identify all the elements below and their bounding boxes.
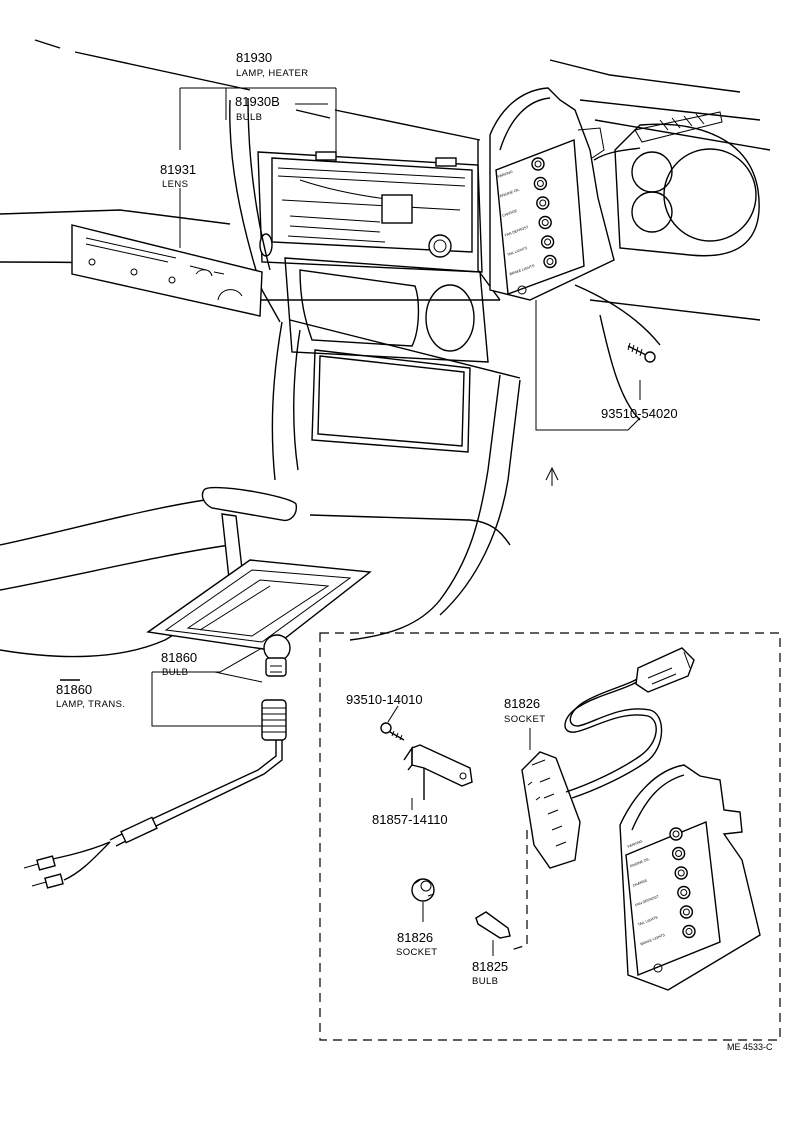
lower-panel-lamp-2 (671, 846, 686, 861)
drawing-code: ME 4533-C (727, 1042, 773, 1052)
upper-panel-lamp-lens-5 (544, 238, 552, 246)
lower-panel-indicator-label-5: TAIL LIGHTS (637, 915, 659, 927)
upper-panel-lamp-3 (536, 196, 550, 210)
lower-panel-lamp-lens-5 (682, 908, 690, 916)
leader-lines (151, 87, 641, 956)
indicator-bulb (475, 911, 511, 939)
callout-81930b-desc: BULB (236, 112, 262, 123)
lower-panel-lamp-lens-6 (685, 928, 693, 935)
lower-panel-lamp-6 (682, 924, 696, 939)
upper-panel-lamp-lens-1 (534, 160, 542, 168)
callout-81826-socket-number: 81826 (397, 930, 433, 945)
callout-93510-54020-number: 93510-54020 (601, 406, 678, 421)
callout-81826-socket-plate-desc: SOCKET (504, 714, 545, 725)
socket-single (411, 878, 435, 902)
connector (635, 647, 695, 693)
lower-panel-lamp-lens-1 (672, 830, 680, 838)
lower-panel-indicator-label-1: PARKING (627, 839, 643, 849)
screw-lower (380, 722, 405, 741)
upper-panel-lamp-lens-6 (546, 258, 554, 265)
callout-81860-lamp-desc: LAMP, TRANS. (56, 699, 125, 710)
heater-lens-plate (71, 224, 263, 317)
lower-panel-indicator-label-3: CHARGE (632, 878, 648, 888)
upper-panel-lamp-2 (533, 176, 548, 191)
socket-plate (521, 751, 581, 869)
lower-panel-lamp-3 (674, 866, 688, 880)
upper-panel-lamp-4 (538, 215, 552, 230)
lower-panel-lamp-4 (677, 885, 691, 900)
upper-panel-lamp-6 (543, 254, 557, 269)
upper-panel-lamp-5 (540, 235, 555, 249)
callout-81860-bulb-desc: BULB (162, 667, 188, 678)
lower-panel-lamp-1 (669, 827, 683, 841)
callout-81860-lamp-number: 81860 (56, 682, 92, 697)
lower-panel-lamp-lens-3 (677, 869, 685, 877)
trans-lamp-socket (23, 699, 287, 889)
bracket (403, 744, 473, 800)
callout-93510-14010-number: 93510-14010 (346, 692, 423, 707)
lower-panel-lamp-5 (679, 905, 694, 919)
upper-panel-indicator-label-2: ENGINE OIL (499, 188, 520, 199)
callout-81826-socket-desc: SOCKET (396, 947, 437, 958)
lower-panel-indicator-label-2: ENGINE OIL (629, 857, 650, 868)
upper-panel-indicator-label-5: TAIL LIGHTS (507, 246, 529, 257)
callout-81931-desc: LENS (162, 179, 188, 190)
callout-81930b-number: 81930B (235, 94, 280, 109)
callout-81931-number: 81931 (160, 162, 196, 177)
upper-panel-lamp-lens-4 (541, 219, 549, 226)
upper-panel-indicator-label-1: PARKING (497, 170, 514, 179)
upper-panel-lamp-1 (531, 157, 545, 171)
callout-81857-14110-number: 81857-14110 (372, 812, 448, 827)
callout-81860-bulb-number: 81860 (161, 650, 197, 665)
lower-panel-lamp-lens-2 (675, 850, 683, 857)
callout-81825-number: 81825 (472, 959, 508, 974)
upper-panel-lamp-lens-3 (539, 199, 547, 207)
callout-81930-desc: LAMP, HEATER (236, 68, 309, 79)
callout-81930-number: 81930 (236, 50, 272, 65)
callout-81826-socket-plate-number: 81826 (504, 696, 540, 711)
callout-texts: 81930 LAMP, HEATER 81930B BULB 81931 LEN… (56, 50, 773, 1052)
upper-panel-lamp-lens-2 (536, 180, 544, 187)
callout-81825-desc: BULB (472, 976, 498, 987)
upper-panel-indicator-label-3: CHARGE (502, 209, 518, 218)
screw-upper (627, 342, 656, 363)
lower-panel-lamp-lens-4 (680, 889, 688, 896)
